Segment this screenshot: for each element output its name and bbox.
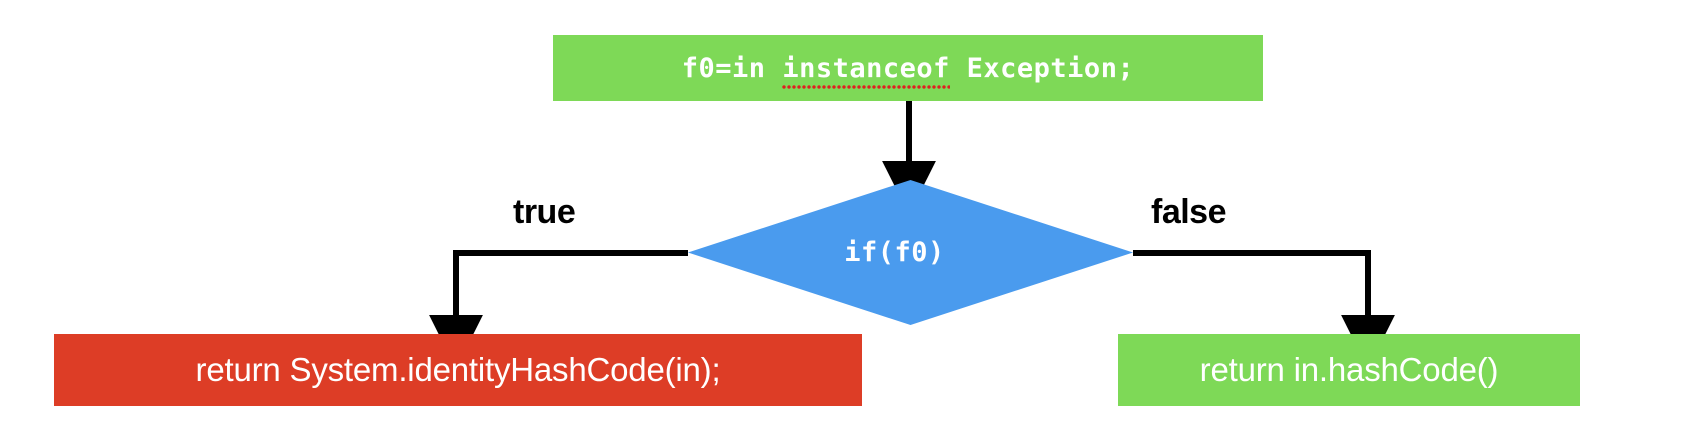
decision-label: if(f0) xyxy=(844,237,945,268)
edge-decision-to-true xyxy=(429,250,688,369)
statement-node[interactable]: f0=in instanceof Exception; xyxy=(553,35,1263,101)
statement-code-misspelled-word: instanceof xyxy=(782,52,950,89)
statement-code-after: Exception; xyxy=(949,52,1135,84)
false-branch-text: return in.hashCode() xyxy=(1199,351,1499,388)
decision-node[interactable]: if(f0) xyxy=(688,180,1133,325)
false-branch-node[interactable]: return in.hashCode() xyxy=(1118,334,1580,406)
edge-decision-to-false xyxy=(1133,250,1395,369)
true-branch-node[interactable]: return System.identityHashCode(in); xyxy=(54,334,862,406)
statement-code-before: f0=in xyxy=(681,52,783,84)
statement-code: f0=in instanceof Exception; xyxy=(681,52,1135,89)
edge-label-false: false xyxy=(1151,193,1227,231)
edge-label-true: true xyxy=(513,193,576,231)
true-branch-text: return System.identityHashCode(in); xyxy=(195,351,721,388)
